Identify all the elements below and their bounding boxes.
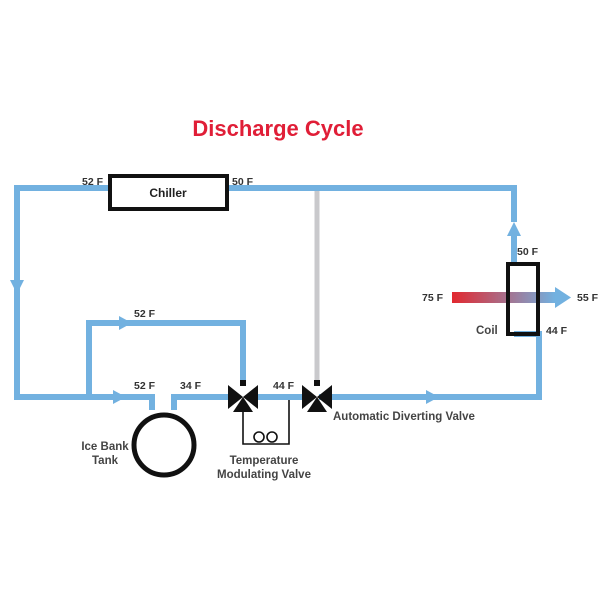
flow-arrow-icon bbox=[10, 280, 24, 294]
ice-bank-tank bbox=[131, 412, 197, 478]
temp-chiller-in: 52 F bbox=[82, 176, 104, 188]
temp-coil-in: 44 F bbox=[546, 325, 568, 337]
chiller-label: Chiller bbox=[149, 186, 187, 200]
temp-tank-out: 34 F bbox=[180, 380, 202, 392]
coil bbox=[506, 262, 540, 336]
component-captions: Coil Automatic Diverting Valve Ice Bank … bbox=[81, 325, 497, 481]
temp-air-out: 55 F bbox=[577, 292, 599, 304]
ice-tank-label-line1: Ice Bank bbox=[81, 441, 129, 453]
flow-arrow-icon bbox=[119, 316, 132, 330]
chiller-box bbox=[108, 174, 229, 211]
flow-arrow-icon bbox=[113, 390, 126, 404]
diagram-title: Discharge Cycle bbox=[192, 116, 363, 141]
coil-label: Coil bbox=[476, 325, 498, 337]
flow-arrows bbox=[10, 222, 521, 404]
pipe-coil-return bbox=[319, 331, 542, 400]
air-stream bbox=[452, 292, 555, 303]
flow-arrow-icon bbox=[507, 222, 521, 236]
temp-chiller-out: 50 F bbox=[232, 176, 254, 188]
temp-mixed: 44 F bbox=[273, 380, 295, 392]
pipe-bypass-branch bbox=[86, 320, 246, 397]
temp-bypass-line: 52 F bbox=[134, 308, 156, 320]
temp-air-in: 75 F bbox=[422, 292, 444, 304]
temp-tank-in: 52 F bbox=[134, 380, 156, 392]
valve-actuator-icon bbox=[242, 400, 290, 445]
three-way-valve-icon bbox=[302, 380, 332, 412]
temp-coil-out: 50 F bbox=[517, 246, 539, 258]
diverting-valve-label: Automatic Diverting Valve bbox=[333, 411, 475, 423]
coil-body bbox=[506, 262, 540, 336]
temperature-labels: 52 F 50 F 52 F 52 F 34 F 44 F 50 F 44 F … bbox=[82, 176, 599, 392]
automatic-diverting-valve bbox=[302, 380, 332, 412]
temp-valve-label-line1: Temperature bbox=[230, 455, 299, 467]
chiller: Chiller bbox=[108, 174, 229, 211]
air-flow bbox=[452, 287, 571, 308]
air-arrow-icon bbox=[555, 287, 571, 308]
ice-tank-label-line2: Tank bbox=[92, 455, 119, 467]
pipe-tank-outlet bbox=[171, 394, 233, 410]
three-way-valve-icon bbox=[228, 380, 258, 412]
pipe-tank-inlet bbox=[148, 394, 155, 410]
temp-valve-label-line2: Modulating Valve bbox=[217, 469, 311, 481]
flow-arrow-icon bbox=[426, 390, 439, 404]
temperature-modulating-valve bbox=[228, 380, 290, 445]
